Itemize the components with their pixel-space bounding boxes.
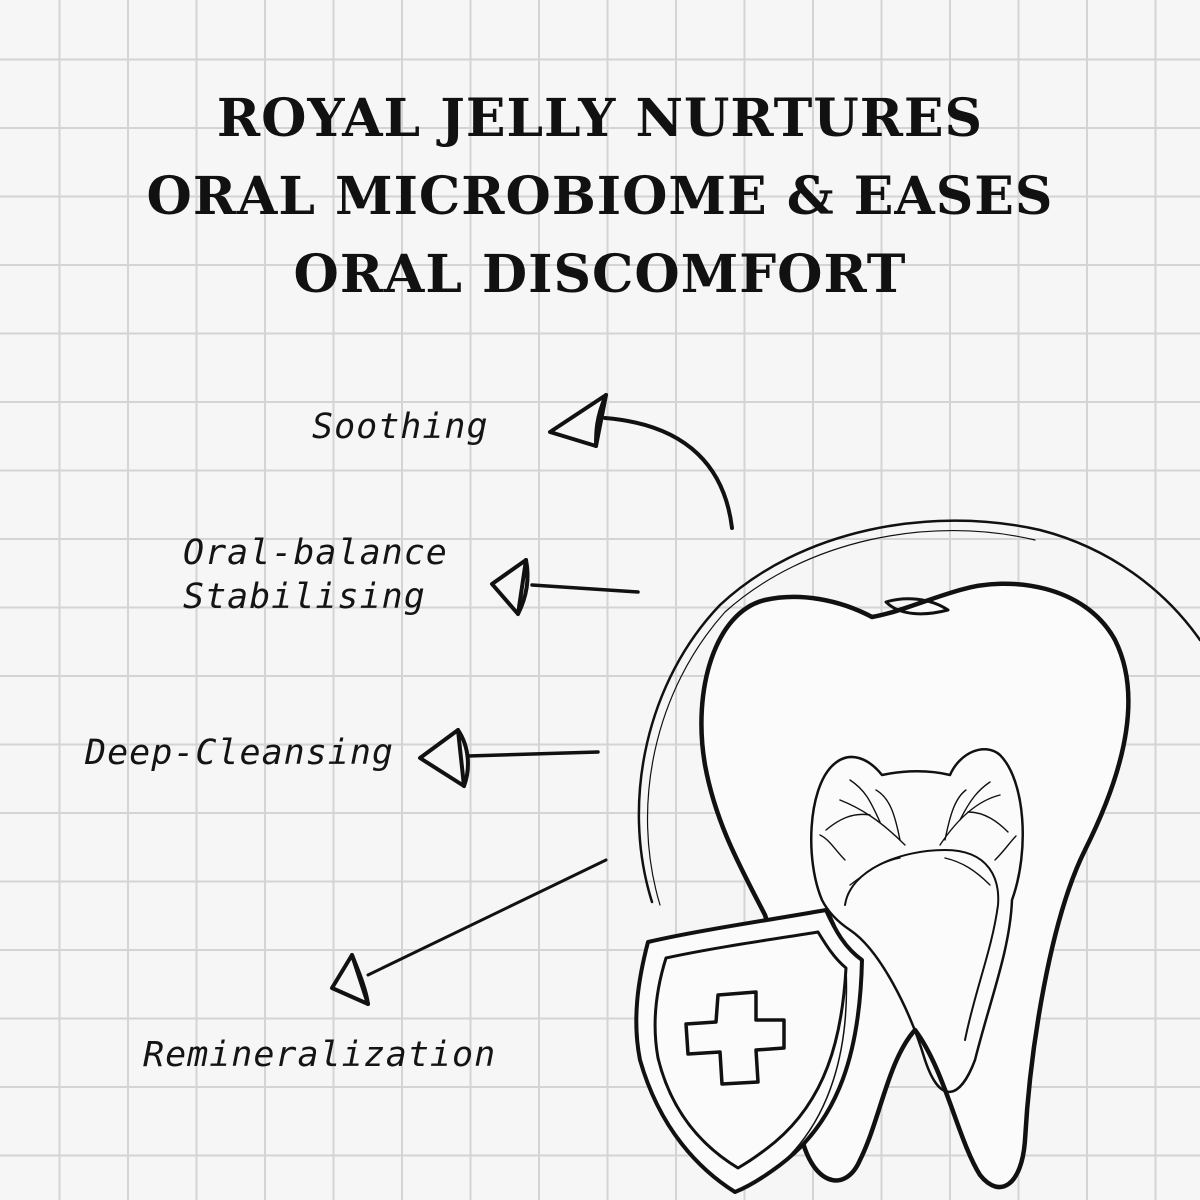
halo-ring: [637, 519, 1200, 906]
title-line-2: ORAL MICROBIOME & EASES: [146, 166, 1054, 227]
benefit-oral-balance-line-1: Oral-balance: [183, 533, 448, 573]
page-title: ROYAL JELLY NURTURES ORAL MICROBIOME & E…: [0, 80, 1200, 314]
arrow-remineralization: [330, 858, 608, 1006]
benefit-soothing-label: Soothing: [312, 407, 489, 447]
arrow-soothing: [548, 393, 734, 530]
title-line-3: ORAL DISCOMFORT: [293, 244, 907, 305]
benefit-deep-cleansing-label: Deep-Cleansing: [85, 733, 395, 773]
benefit-oral-balance-line-2: Stabilising: [183, 576, 426, 617]
arrow-oral-balance: [490, 558, 640, 616]
benefit-oral-balance-label: Oral-balance Stabilising: [183, 532, 448, 620]
benefit-remineralization-label: Remineralization: [143, 1035, 497, 1075]
arrow-deep-cleansing: [418, 728, 600, 788]
title-line-1: ROYAL JELLY NURTURES: [216, 88, 984, 149]
shield-cross-icon: [634, 908, 864, 1194]
